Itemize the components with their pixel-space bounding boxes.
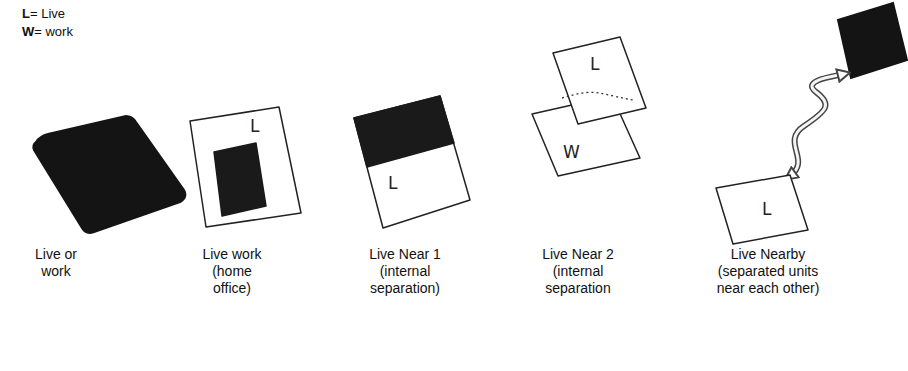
sheet-letter: W [563, 143, 580, 161]
sheet-node: L [350, 92, 474, 232]
sheet-outline-layer [549, 33, 650, 128]
sheet-letter: L [388, 174, 397, 192]
sheet-letter: L [590, 55, 599, 73]
column-caption: Live or work [34, 246, 78, 280]
sheet-outline-layer [350, 92, 474, 232]
column-caption: Live Near 1 (internal separation) [360, 246, 450, 297]
wavy-arrow-outline [790, 74, 844, 176]
sheet-outline-layer [186, 103, 305, 231]
hidden-edge [562, 92, 633, 100]
work-half [354, 96, 454, 167]
sheet-outline [190, 107, 301, 227]
sheet-node: L [712, 171, 812, 248]
column-caption: Live work (home office) [192, 246, 272, 297]
column-caption: Live Nearby (separated units near each o… [716, 246, 820, 297]
sheet-node: L [186, 103, 305, 231]
sheet-letter: L [762, 200, 771, 218]
black-sheet [33, 116, 185, 233]
sheet-outline [354, 96, 470, 228]
wavy-double-arrow [790, 74, 844, 176]
work-area-blob [214, 143, 266, 216]
legend-key: W= work [22, 24, 102, 39]
sheet-outline [532, 96, 640, 176]
column-caption: Live Near 2 (internal separation [533, 246, 623, 297]
sheet-outline [716, 175, 808, 244]
legend-key: L= Live [22, 6, 102, 21]
black-sheet [838, 3, 907, 78]
sheet-node: L [549, 33, 650, 128]
sheet-letter: L [250, 117, 259, 135]
